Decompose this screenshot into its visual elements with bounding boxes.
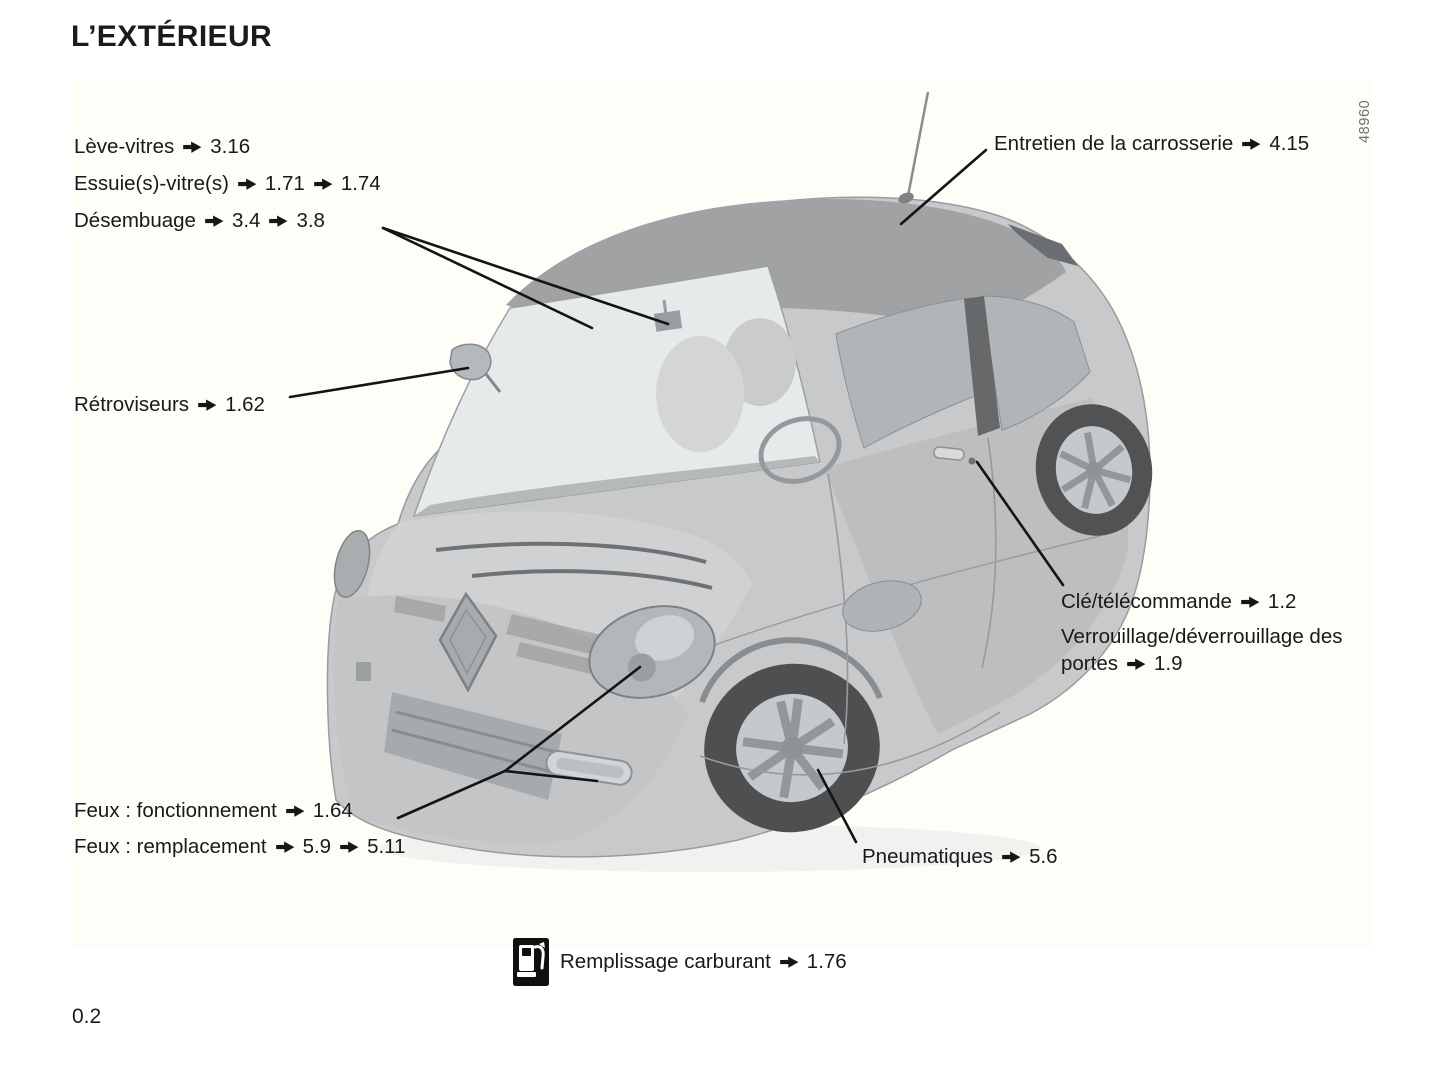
- section-ref: 1.76: [771, 950, 847, 973]
- callout-text: Feux : fonctionnement: [74, 799, 277, 822]
- callout-refs: 1.62: [189, 393, 265, 416]
- ref-arrow-icon: [1127, 658, 1146, 670]
- section-ref: 5.6: [993, 845, 1058, 868]
- ref-arrow-icon: [198, 399, 217, 411]
- callout-pneumatiques: Pneumatiques 5.6: [862, 844, 1058, 871]
- section-ref: 1.9: [1118, 651, 1183, 675]
- callout-refs: 3.4 3.8: [196, 209, 325, 232]
- section-ref: 5.9: [267, 835, 332, 858]
- ref-number: 5.11: [367, 835, 406, 858]
- callout-cle-telecommande: Clé/télécommande 1.2: [1061, 589, 1296, 616]
- ref-number: 3.8: [296, 209, 325, 232]
- section-ref: 1.71: [229, 172, 305, 195]
- section-ref: 1.64: [277, 799, 353, 822]
- callout-text: Verrouillage/déverrouillage des portes: [1061, 625, 1343, 675]
- ref-number: 4.15: [1269, 132, 1310, 155]
- ref-arrow-icon: [779, 956, 799, 968]
- ref-arrow-icon: [340, 841, 359, 853]
- callout-text: Rétroviseurs: [74, 393, 190, 416]
- callout-refs: 1.64: [277, 799, 353, 822]
- callout-text: Lève-vitres: [74, 135, 175, 158]
- ref-number: 5.6: [1029, 845, 1058, 868]
- ref-arrow-icon: [1002, 851, 1021, 863]
- section-ref: 1.62: [189, 393, 265, 416]
- callout-essuie-vitres: Essuie(s)-vitre(s) 1.71 1.74: [74, 171, 381, 198]
- ref-number: 3.16: [210, 135, 251, 158]
- ref-arrow-icon: [313, 178, 333, 190]
- illustration-number: 48960: [1357, 99, 1373, 143]
- ref-number: 1.2: [1267, 590, 1297, 613]
- callout-refs: 5.6: [993, 845, 1058, 868]
- ref-arrow-icon: [269, 215, 288, 227]
- callout-leve-vitres: Lève-vitres 3.16: [74, 134, 250, 161]
- callout-refs: 1.2: [1232, 590, 1297, 613]
- fuel-filling-row: Remplissage carburant 1.76: [513, 938, 847, 986]
- callout-refs: 5.9 5.11: [267, 835, 405, 858]
- ref-arrow-icon: [1242, 138, 1261, 150]
- section-ref: 1.74: [305, 172, 381, 195]
- section-ref: 3.4: [196, 209, 261, 232]
- ref-arrow-icon: [286, 805, 305, 817]
- callout-entretien-carrosserie: Entretien de la carrosserie 4.15: [994, 131, 1309, 158]
- ref-number: 1.74: [340, 172, 381, 195]
- callout-text: Désembuage: [74, 209, 196, 232]
- callout-desembuage: Désembuage 3.4 3.8: [74, 208, 325, 235]
- callout-feux-fonctionnement: Feux : fonctionnement 1.64: [74, 798, 353, 825]
- ref-number: 3.4: [231, 209, 261, 232]
- callout-refs: 1.9: [1118, 651, 1183, 675]
- ref-number: 1.64: [312, 799, 353, 822]
- callout-refs: 4.15: [1233, 132, 1309, 155]
- section-ref: 5.11: [331, 835, 405, 858]
- section-ref: 3.16: [174, 135, 250, 158]
- ref-arrow-icon: [1241, 596, 1260, 608]
- callout-remplissage-carburant: Remplissage carburant 1.76: [560, 950, 847, 974]
- callout-text: Essuie(s)-vitre(s): [74, 172, 229, 195]
- callout-refs: 1.76: [771, 950, 847, 973]
- ref-arrow-icon: [205, 215, 224, 227]
- ref-arrow-icon: [238, 178, 257, 190]
- section-ref: 3.8: [260, 209, 325, 232]
- ref-arrow-icon: [183, 141, 202, 153]
- ref-number: 1.9: [1153, 651, 1183, 675]
- ref-number: 1.71: [264, 172, 305, 195]
- callout-retroviseurs: Rétroviseurs 1.62: [74, 392, 265, 419]
- ref-number: 5.9: [302, 835, 332, 858]
- callout-text: Pneumatiques: [862, 845, 994, 868]
- ref-number: 1.76: [806, 950, 847, 973]
- callout-text: Clé/télécommande: [1061, 590, 1232, 613]
- callout-feux-remplacement: Feux : remplacement 5.9 5.11: [74, 834, 405, 861]
- callout-text: Feux : remplacement: [74, 835, 267, 858]
- callout-text: Entretien de la carrosserie: [994, 132, 1234, 155]
- callout-refs: 1.71 1.74: [229, 172, 381, 195]
- fuel-pump-icon: [513, 938, 549, 986]
- callout-text: Remplissage carburant: [560, 950, 771, 973]
- ref-number: 1.62: [225, 393, 265, 416]
- section-ref: 1.2: [1232, 590, 1297, 613]
- page-number: 0.2: [72, 1005, 102, 1028]
- page-title: L’EXTÉRIEUR: [71, 20, 273, 53]
- section-ref: 4.15: [1233, 132, 1309, 155]
- ref-arrow-icon: [275, 841, 294, 853]
- callout-refs: 3.16: [174, 135, 250, 158]
